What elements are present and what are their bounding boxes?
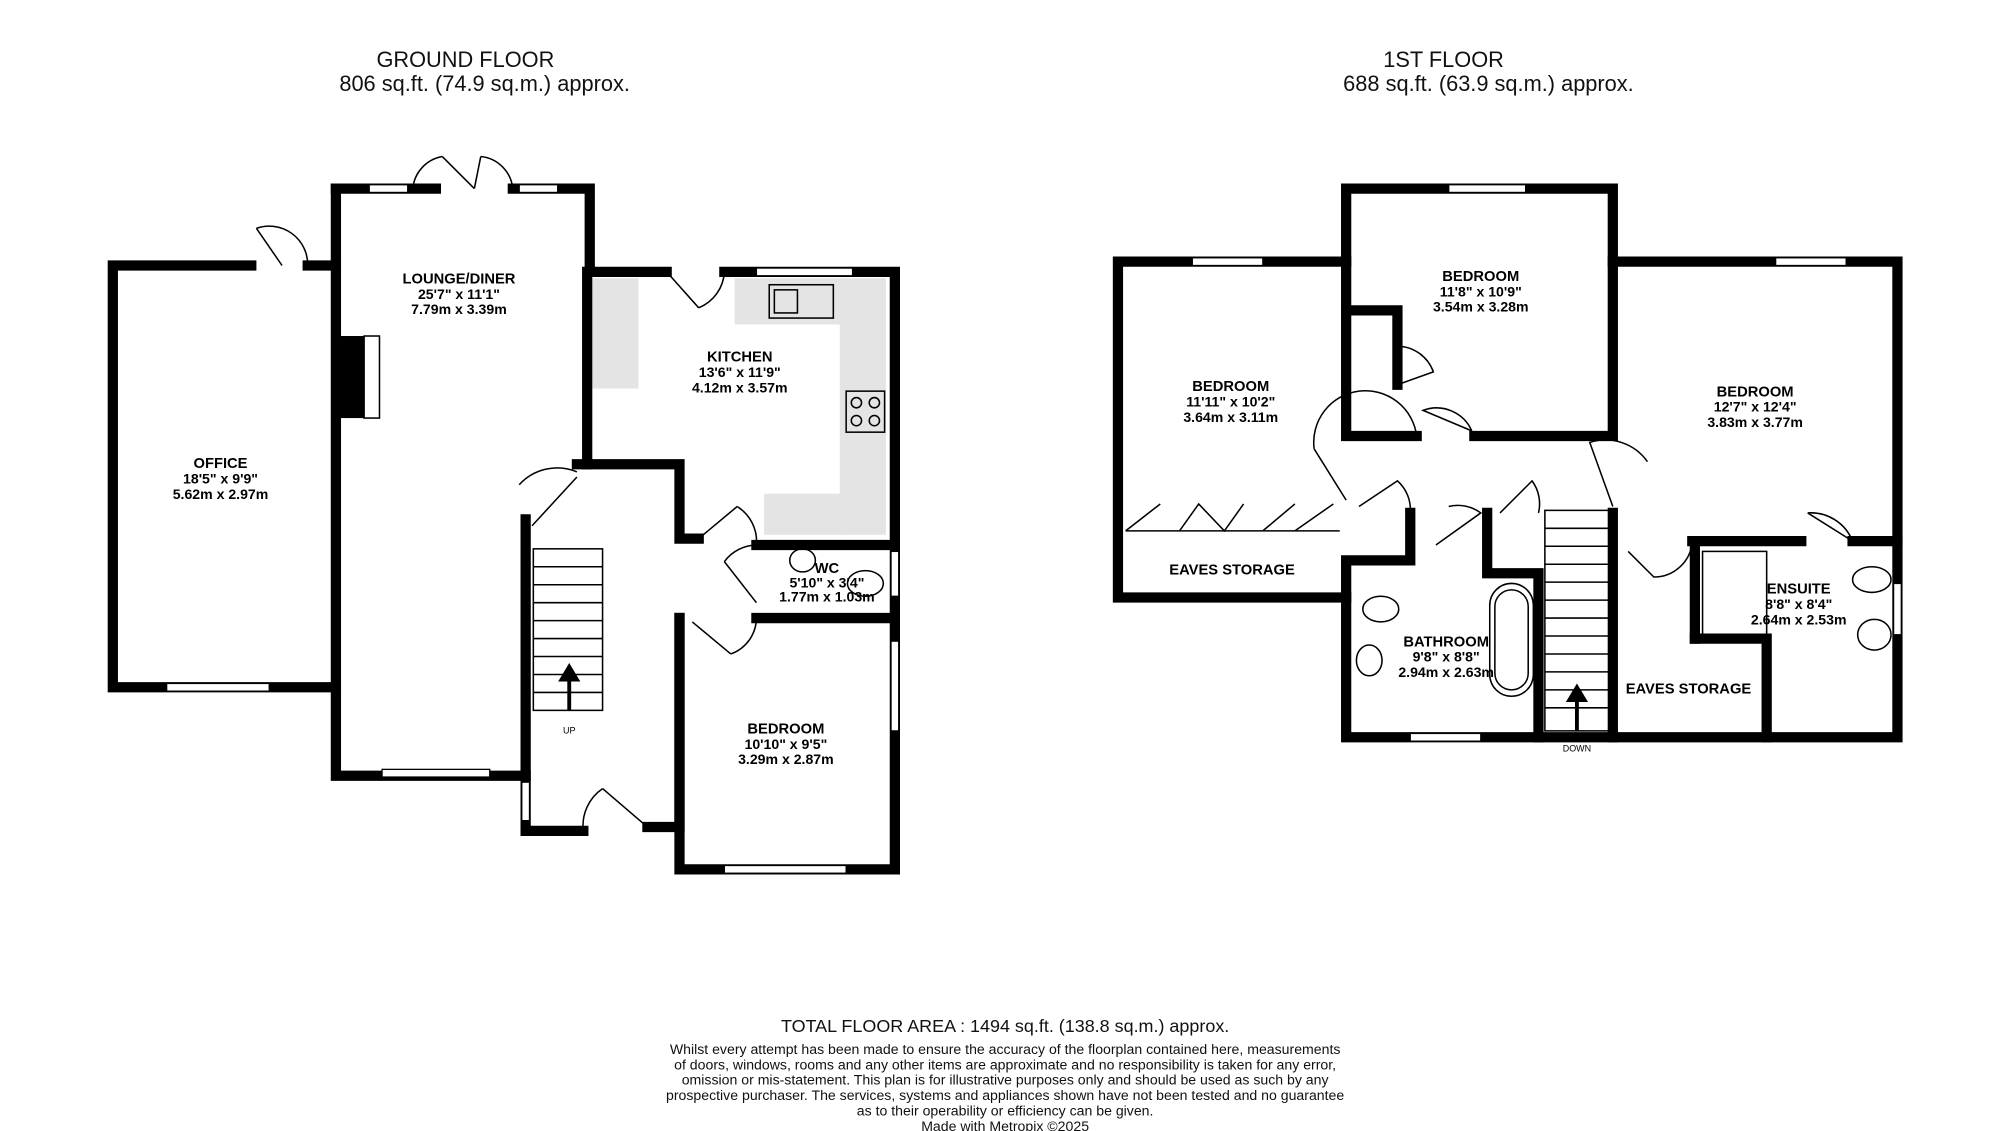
room-label-ground-bedroom: BEDROOM 10'10" x 9'5" 3.29m x 2.87m: [738, 721, 834, 767]
svg-text:BATHROOM: BATHROOM: [1403, 634, 1489, 650]
svg-text:11'8" x 10'9": 11'8" x 10'9": [1440, 283, 1522, 299]
svg-text:BEDROOM: BEDROOM: [1717, 384, 1794, 400]
svg-text:ENSUITE: ENSUITE: [1767, 582, 1831, 598]
svg-text:4.12m x 3.57m: 4.12m x 3.57m: [692, 379, 788, 395]
svg-text:5.62m x 2.97m: 5.62m x 2.97m: [173, 486, 269, 502]
svg-text:11'11" x 10'2": 11'11" x 10'2": [1186, 394, 1275, 410]
svg-text:12'7" x 12'4": 12'7" x 12'4": [1714, 399, 1797, 415]
first-floor-title: 1ST FLOOR: [1383, 47, 1504, 72]
svg-text:5'10" x 3'4": 5'10" x 3'4": [789, 574, 864, 590]
credit: Made with Metropix ©2025: [921, 1118, 1089, 1131]
svg-text:WC: WC: [815, 561, 840, 577]
svg-text:LOUNGE/DINER: LOUNGE/DINER: [402, 271, 515, 287]
first-floor-plan: DOWN BEDROOM 11'11" x 10'2" 3.64m x 3.11…: [1112, 183, 1903, 753]
ground-stairs: [532, 548, 604, 712]
svg-text:8'8" x 8'4": 8'8" x 8'4": [1765, 596, 1832, 612]
disclaimer: Whilst every attempt has been made to en…: [666, 1041, 1344, 1131]
svg-text:9'8" x 8'8": 9'8" x 8'8": [1413, 649, 1480, 665]
room-label-office: OFFICE 18'5" x 9'9" 5.62m x 2.97m: [173, 456, 269, 502]
svg-text:10'10" x 9'5": 10'10" x 9'5": [745, 736, 828, 752]
svg-text:18'5" x 9'9": 18'5" x 9'9": [183, 470, 258, 486]
room-label-lounge: LOUNGE/DINER 25'7" x 11'1" 7.79m x 3.39m: [402, 271, 515, 317]
svg-text:Whilst every attempt has been: Whilst every attempt has been made to en…: [670, 1041, 1341, 1057]
svg-text:25'7" x 11'1": 25'7" x 11'1": [418, 286, 500, 302]
svg-text:3.54m x 3.28m: 3.54m x 3.28m: [1433, 299, 1529, 315]
first-floor-stairs: [1544, 509, 1610, 732]
svg-text:BEDROOM: BEDROOM: [1442, 269, 1519, 285]
svg-text:1.77m x 1.03m: 1.77m x 1.03m: [779, 588, 875, 604]
room-label-wc: WC 5'10" x 3'4" 1.77m x 1.03m: [779, 561, 875, 604]
room-label-kitchen: KITCHEN 13'6" x 11'9" 4.12m x 3.57m: [692, 350, 788, 396]
total-floor-area: TOTAL FLOOR AREA : 1494 sq.ft. (138.8 sq…: [781, 1016, 1229, 1036]
eaves-storage-label-left: EAVES STORAGE: [1169, 562, 1295, 578]
ground-floor-area: 806 sq.ft. (74.9 sq.m.) approx.: [339, 71, 630, 96]
svg-text:BEDROOM: BEDROOM: [747, 721, 824, 737]
svg-text:KITCHEN: KITCHEN: [707, 350, 772, 366]
room-label-first-bedroom-right: BEDROOM 12'7" x 12'4" 3.83m x 3.77m: [1707, 384, 1803, 430]
svg-text:7.79m x 3.39m: 7.79m x 3.39m: [411, 301, 507, 317]
svg-text:as to their operability or eff: as to their operability or efficiency ca…: [857, 1103, 1154, 1119]
svg-text:OFFICE: OFFICE: [193, 456, 247, 472]
svg-text:13'6" x 11'9": 13'6" x 11'9": [699, 364, 781, 380]
room-label-first-bedroom-left: BEDROOM 11'11" x 10'2" 3.64m x 3.11m: [1183, 379, 1278, 425]
svg-text:2.94m x 2.63m: 2.94m x 2.63m: [1398, 664, 1494, 680]
svg-text:prospective purchaser. The ser: prospective purchaser. The services, sys…: [666, 1087, 1344, 1103]
first-floor-area: 688 sq.ft. (63.9 sq.m.) approx.: [1343, 71, 1634, 96]
room-label-ensuite: ENSUITE 8'8" x 8'4" 2.64m x 2.53m: [1751, 582, 1847, 628]
room-label-first-bedroom-middle: BEDROOM 11'8" x 10'9" 3.54m x 3.28m: [1433, 269, 1529, 315]
svg-text:2.64m x 2.53m: 2.64m x 2.53m: [1751, 611, 1847, 627]
svg-text:of doors, windows, rooms and a: of doors, windows, rooms and any other i…: [674, 1056, 1336, 1072]
svg-text:BEDROOM: BEDROOM: [1192, 379, 1269, 395]
room-label-bathroom: BATHROOM 9'8" x 8'8" 2.94m x 2.63m: [1398, 634, 1494, 680]
svg-text:3.64m x 3.11m: 3.64m x 3.11m: [1183, 409, 1278, 425]
svg-text:3.83m x 3.77m: 3.83m x 3.77m: [1707, 414, 1803, 430]
svg-text:3.29m x 2.87m: 3.29m x 2.87m: [738, 751, 834, 767]
ground-floor-title: GROUND FLOOR: [376, 47, 554, 72]
ground-floor-plan: UP LOUNGE/DINER 25'7" x 11'1" 7.79m x 3.…: [107, 155, 901, 875]
svg-text:omission or mis-statement. Thi: omission or mis-statement. This plan is …: [682, 1072, 1330, 1088]
stairs-down-label: DOWN: [1563, 743, 1591, 753]
eaves-storage-label-right: EAVES STORAGE: [1626, 682, 1752, 698]
stairs-up-label: UP: [563, 725, 575, 735]
